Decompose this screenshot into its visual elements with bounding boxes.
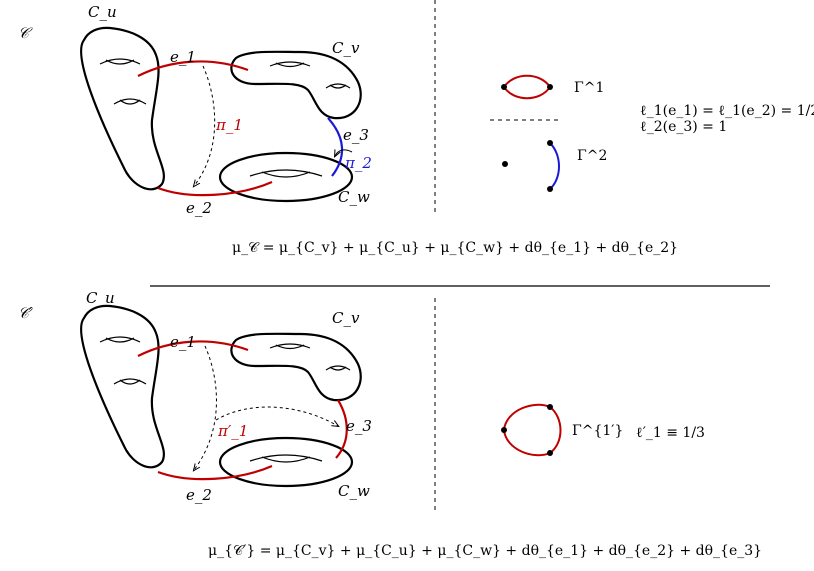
edge-e3-bottom (335, 399, 348, 459)
path-pi2-top (335, 150, 353, 156)
label-pi1p-bottom: π′_1 (217, 422, 248, 440)
handle-top-cw (249, 169, 323, 177)
handle-bot-cv-2 (325, 365, 351, 371)
component-cw-top (218, 151, 354, 203)
label-e3-top: e_3 (343, 126, 369, 144)
handle-top-cv-1 (269, 61, 311, 67)
handle-top-cu-1b (105, 59, 135, 65)
component-cv-top (230, 50, 362, 120)
graph1p-edge-c (503, 429, 551, 457)
handle-top-cv-2 (325, 83, 351, 89)
path-pi1p-bottom-b (215, 406, 338, 426)
handle-top-cv-2b (329, 84, 347, 89)
handle-bot-cv-2b (329, 366, 347, 371)
label-e2-top: e_2 (186, 199, 212, 217)
graph1p-edge-b (549, 406, 562, 454)
label-cv-top: C_v (332, 39, 360, 57)
edge-e2-bottom (157, 464, 273, 481)
top-panel: 𝒞 C_u C_v C_w e_1 e_2 e_3 π_1 π (18, 0, 814, 256)
handle-bot-cv-1 (269, 343, 311, 349)
edge-e2-top (157, 180, 273, 197)
handle-bot-cu-2 (113, 378, 147, 385)
bottom-panel: 𝒞′ C_u C_v C_w e_1 e_2 e_3 π′_1 (18, 289, 762, 559)
measure-bottom: μ_{𝒞′} = μ_{C_v} + μ_{C_u} + μ_{C_w} + d… (208, 543, 762, 559)
path-pi1p-bottom-a (194, 345, 217, 470)
handle-bot-cu-1 (99, 336, 141, 343)
graph1p-edge-a (503, 403, 551, 431)
graph1-vertex-2 (547, 84, 553, 90)
label-e3-bottom: e_3 (346, 417, 372, 435)
graph1p-vertex-2 (547, 404, 553, 410)
label-graph1: Γ^1 (574, 80, 604, 96)
length-text-2: ℓ_2(e_3) = 1 (640, 119, 727, 135)
handle-top-cv-1b (275, 62, 305, 68)
component-cu-top (80, 26, 165, 191)
handle-top-cu-1 (99, 58, 141, 65)
handle-bot-cu-2b (119, 379, 141, 385)
graph2-vertex-3 (547, 186, 553, 192)
edge-e3-top (327, 117, 344, 177)
label-cu-bottom: C_u (86, 289, 115, 307)
label-e2-bottom: e_2 (186, 486, 212, 504)
label-cu-top: C_u (88, 3, 117, 21)
handle-top-cw-b (261, 171, 311, 178)
graph1-vertex-1 (501, 84, 507, 90)
component-cw-bottom (218, 436, 354, 488)
handle-top-cu-2b (119, 99, 141, 105)
graph1-edge-a (503, 74, 551, 88)
edge-e1-bottom (137, 340, 249, 357)
length-text-bottom: ℓ′_1 ≡ 1/3 (636, 425, 705, 441)
path-pi1-top (194, 65, 216, 186)
edge-e1-top (137, 60, 249, 77)
graph1-edge-b (503, 86, 551, 100)
curve-label-bottom: 𝒞′ (18, 304, 33, 322)
label-pi1-top: π_1 (215, 116, 243, 134)
graph2-vertex-1 (502, 161, 508, 167)
handle-top-cu-2 (113, 98, 147, 105)
graph2-edge (549, 142, 560, 190)
component-cv-bottom (230, 332, 362, 402)
label-cv-bottom: C_v (332, 309, 360, 327)
graph1p-vertex-3 (547, 450, 553, 456)
curve-label-top: 𝒞 (18, 24, 33, 42)
label-graph1p: Γ^{1′} (572, 423, 623, 439)
graph2-vertex-2 (547, 140, 553, 146)
component-cu-bottom (80, 304, 165, 469)
label-pi2-top: π_2 (344, 154, 372, 172)
label-e1-bottom: e_1 (170, 333, 196, 351)
handle-bot-cu-1b (105, 337, 135, 343)
label-cw-top: C_w (338, 188, 370, 206)
measure-top: μ_𝒞 = μ_{C_v} + μ_{C_u} + μ_{C_w} + dθ_{… (232, 240, 678, 256)
handle-bot-cw-b (261, 456, 311, 463)
handle-bot-cv-1b (275, 344, 305, 350)
length-text-1: ℓ_1(e_1) = ℓ_1(e_2) = 1/2 (640, 103, 814, 119)
label-graph2: Γ^2 (577, 148, 607, 164)
graph1p-vertex-1 (501, 427, 507, 433)
label-e1-top: e_1 (170, 48, 196, 66)
label-cw-bottom: C_w (338, 482, 370, 500)
handle-bot-cw (249, 454, 323, 462)
